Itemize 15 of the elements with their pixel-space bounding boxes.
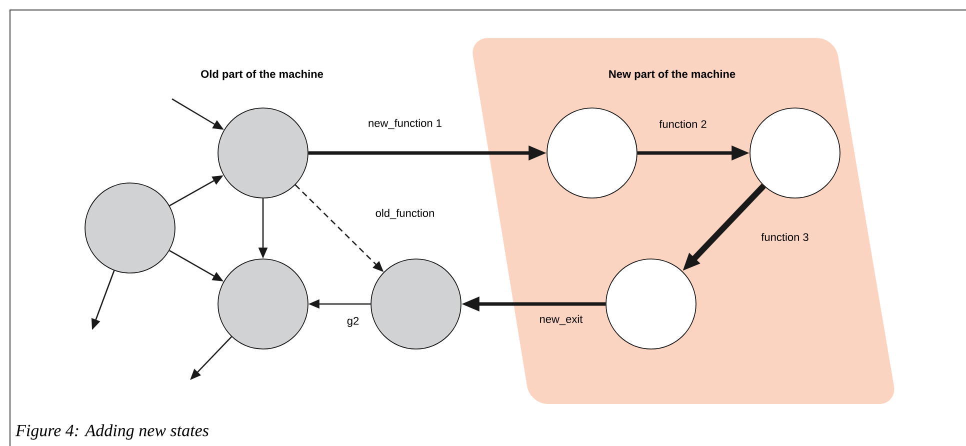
state-circle xyxy=(370,258,462,350)
section-heading: Old part of the machine xyxy=(201,70,324,80)
edge-label: g2 xyxy=(347,317,359,327)
state-circle xyxy=(84,182,176,274)
edge-label: old_function xyxy=(376,208,434,220)
state-circle xyxy=(606,258,696,350)
edge-label: new_exit xyxy=(540,314,583,326)
edge-label: function 2 xyxy=(659,120,706,128)
state-circle xyxy=(750,108,840,198)
edge-label: new_function 1 xyxy=(368,118,442,130)
edge-label: function 3 xyxy=(761,232,808,242)
state-circle xyxy=(218,258,308,350)
caption: Figure 4: Adding new states xyxy=(15,424,208,440)
state-circle xyxy=(218,108,308,198)
state-circle xyxy=(546,108,638,198)
